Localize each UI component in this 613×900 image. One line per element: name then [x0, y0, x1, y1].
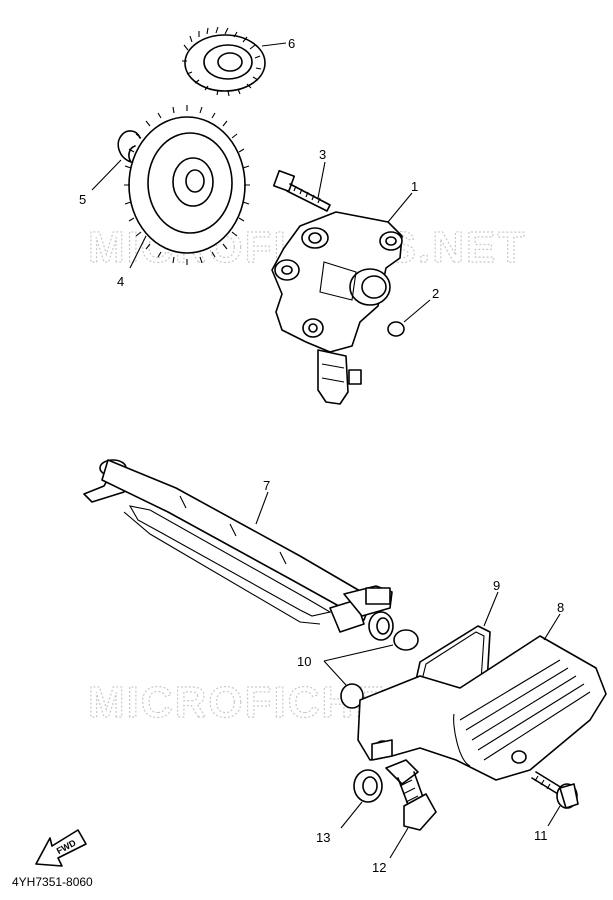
leader-7	[255, 491, 269, 525]
leader-12	[389, 827, 409, 859]
leader-1	[387, 192, 413, 223]
diagram-code: 4YH7351-8060	[12, 875, 93, 889]
part-8-cover[interactable]	[357, 635, 607, 781]
callout-10: 10	[297, 654, 311, 669]
leader-4	[129, 235, 147, 269]
leader-10a	[323, 644, 394, 662]
part-7-oil-strainer[interactable]	[83, 459, 394, 641]
callout-7: 7	[263, 478, 270, 493]
callout-2: 2	[432, 286, 439, 301]
leader-2	[403, 299, 431, 323]
callout-3: 3	[319, 147, 326, 162]
part-11-bolt[interactable]	[531, 771, 579, 809]
leader-3	[317, 161, 326, 199]
callout-5: 5	[79, 192, 86, 207]
part-6-gear[interactable]	[182, 26, 266, 97]
callout-8: 8	[557, 600, 564, 615]
callout-11: 11	[534, 828, 548, 843]
part-10-o-ring-lower[interactable]	[340, 683, 364, 709]
leader-9	[483, 591, 499, 627]
callout-1: 1	[411, 179, 418, 194]
leader-6	[261, 42, 287, 47]
leader-10b	[323, 660, 347, 686]
part-1-oil-pump[interactable]	[271, 211, 403, 405]
part-5-circlip[interactable]	[117, 130, 141, 163]
fwd-arrow-icon: FWD	[35, 829, 87, 867]
part-12-drain-bolt[interactable]	[385, 759, 437, 831]
part-3-bolt[interactable]	[272, 169, 331, 212]
callout-6: 6	[288, 36, 295, 51]
part-4-gear[interactable]	[124, 105, 250, 265]
callout-12: 12	[372, 860, 386, 875]
callout-9: 9	[493, 578, 500, 593]
callout-4: 4	[117, 274, 124, 289]
leader-11	[547, 805, 561, 827]
callout-13: 13	[316, 830, 330, 845]
part-2-o-ring[interactable]	[387, 321, 405, 337]
leader-8	[543, 613, 561, 641]
leader-13	[340, 801, 363, 829]
leader-5	[91, 159, 122, 191]
part-10-o-ring-upper[interactable]	[393, 629, 419, 651]
